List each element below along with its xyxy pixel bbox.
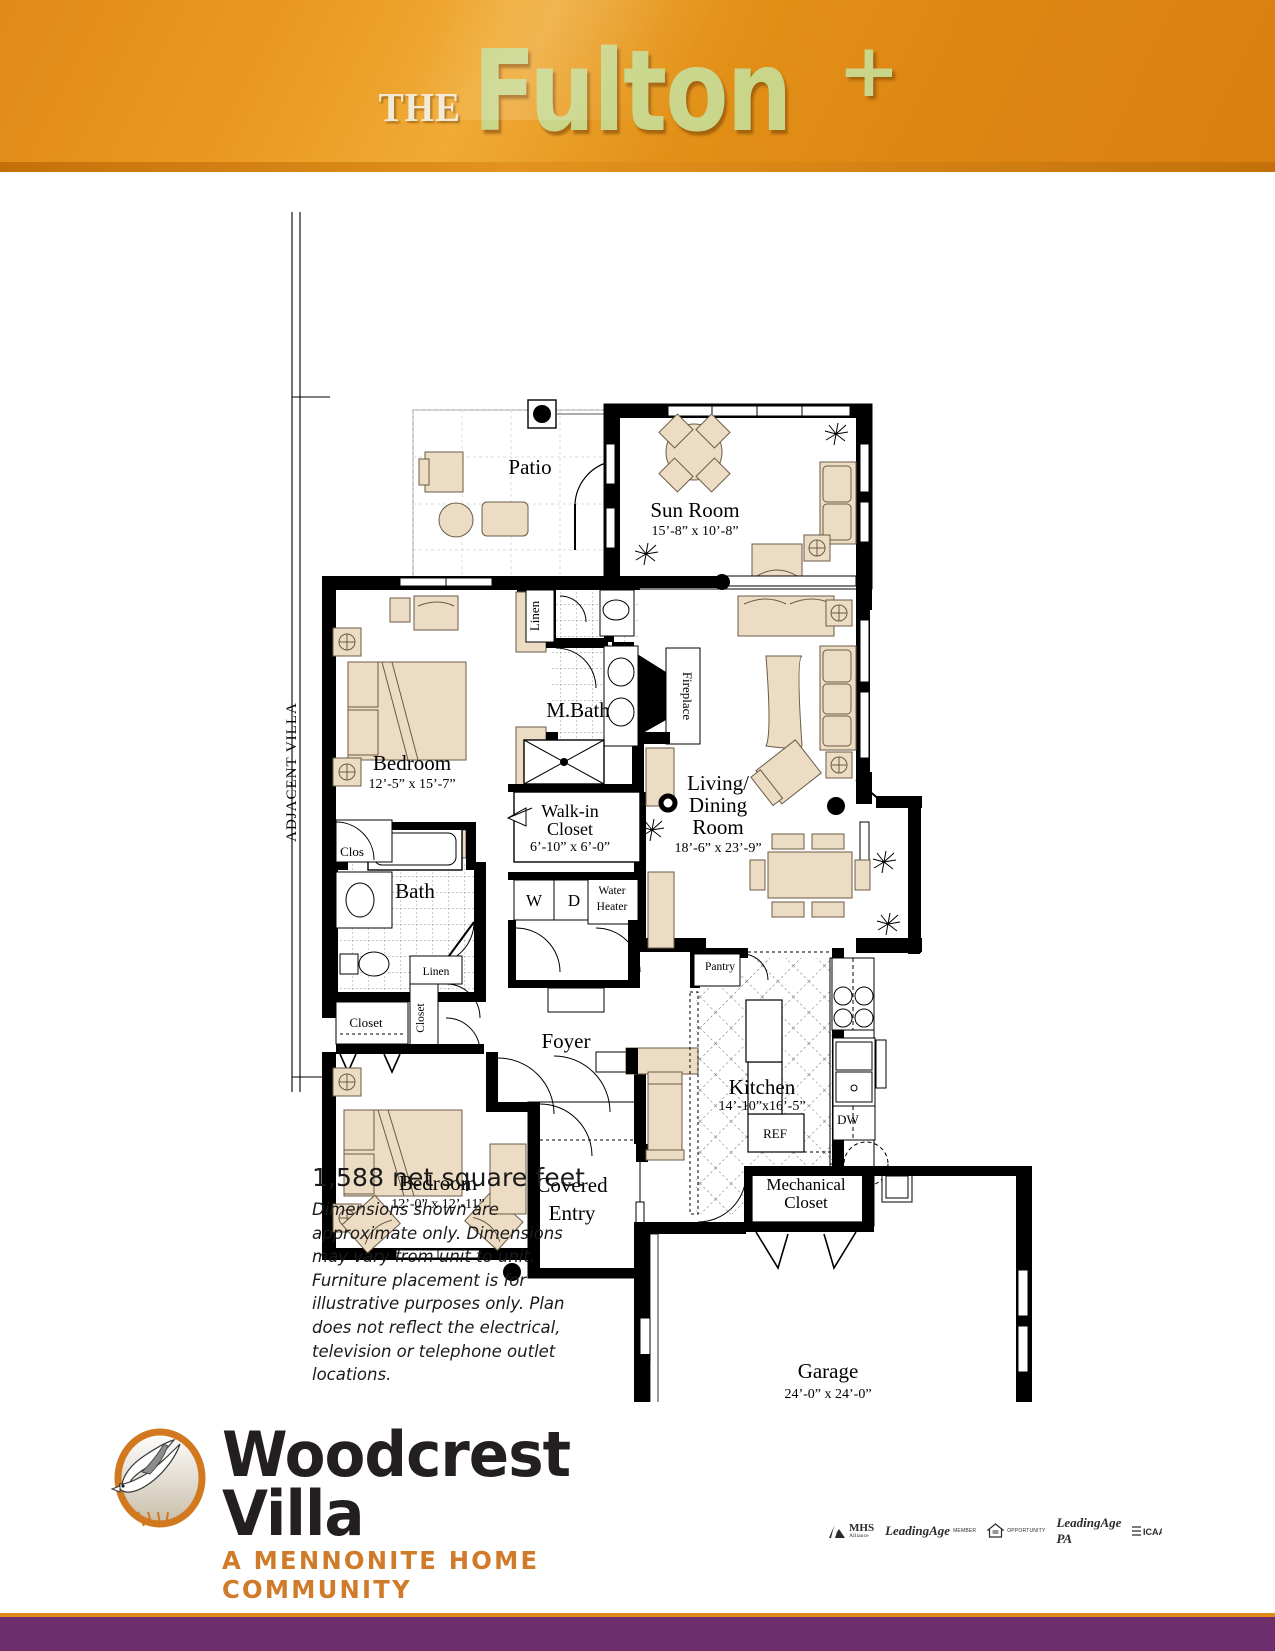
room-label-sun-room: Sun Room — [650, 498, 739, 522]
label-water-heater-2: Heater — [597, 901, 628, 913]
footer-accent-line — [0, 1613, 1275, 1617]
equal-housing-opportunity-logo: OPPORTUNITY — [987, 1523, 1045, 1539]
label-closet-bottom: Closet — [349, 1015, 383, 1030]
header-banner: THE Fulton + — [0, 0, 1275, 172]
leadingage-pa-text: LeadingAge PA — [1056, 1515, 1122, 1546]
icaa-logo: ICAA — [1132, 1524, 1162, 1539]
room-label-living-2: Dining — [689, 793, 748, 817]
master-bath — [523, 589, 639, 790]
leadingage-text: LeadingAge — [885, 1523, 951, 1538]
room-label-mechanical-1: Mechanical — [766, 1175, 846, 1194]
label-water-heater-1: Water — [598, 885, 625, 897]
room-label-walkin-2: Closet — [547, 819, 593, 839]
adjacent-villa-label: ADJACENT VILLA — [284, 702, 300, 842]
room-label-second-bedroom: Bedroom — [399, 1171, 477, 1195]
mountain-icon — [829, 1526, 845, 1538]
room-dim-sun-room: 15’-8” x 10’-8” — [651, 524, 738, 539]
community-name: Woodcrest Villa — [222, 1418, 571, 1550]
hall-bath — [322, 819, 486, 1018]
dove-logo-icon — [110, 1428, 206, 1528]
leadingage-pa-logo: LeadingAge PA — [1056, 1515, 1121, 1547]
room-label-bath: Bath — [395, 879, 435, 903]
room-label-master-bedroom: Bedroom — [373, 751, 451, 775]
room-label-kitchen: Kitchen — [729, 1075, 796, 1099]
footer-bar — [0, 1613, 1275, 1651]
floor-plan-drawing: ADJACENT VILLA Patio — [0, 172, 1275, 1402]
disclaimer-text: Dimensions shown are approximate only. D… — [312, 1200, 565, 1385]
room-label-covered-2: Entry — [549, 1201, 596, 1225]
label-closet-small: Clos — [340, 844, 364, 859]
label-dryer: D — [568, 891, 580, 910]
label-washer: W — [526, 891, 543, 910]
page-title-prefix: THE — [378, 84, 462, 130]
label-refrigerator: REF — [763, 1126, 787, 1141]
page-title: Fulton — [472, 26, 792, 157]
eho-text: OPPORTUNITY — [1007, 1528, 1046, 1534]
room-label-foyer: Foyer — [542, 1029, 591, 1053]
room-label-walkin-1: Walk-in — [541, 801, 599, 821]
community-tagline: A Mennonite Home Community — [222, 1545, 540, 1604]
label-closet-vertical: Closet — [415, 1003, 427, 1033]
room-label-mechanical-2: Closet — [784, 1193, 828, 1212]
room-label-covered-1: Covered — [536, 1173, 608, 1197]
room-dim-kitchen: 14’-10”x16’-5” — [718, 1099, 805, 1114]
square-footage: 1,588 net square feet — [312, 1163, 586, 1192]
room-label-garage: Garage — [798, 1359, 859, 1383]
label-linen-hall: Linen — [423, 966, 450, 978]
room-dim-living: 18’-6” x 23’-9” — [674, 841, 761, 856]
garage-area — [634, 1166, 1032, 1402]
page-title-plus: + — [837, 28, 900, 114]
summary-block: 1,588 net square feet Dimensions shown a… — [312, 1163, 612, 1387]
room-dim-garage: 24’-0” x 24’-0” — [784, 1387, 871, 1402]
laundry-area — [508, 872, 641, 1013]
sun-room-walls — [603, 403, 873, 590]
room-label-patio: Patio — [508, 455, 551, 479]
icaa-icon: ICAA — [1132, 1525, 1162, 1537]
leadingage-logo: LeadingAge MEMBER — [885, 1523, 976, 1539]
room-dim-walkin: 6’-10” x 6’-0” — [530, 840, 610, 855]
room-label-master-bath: M.Bath — [546, 698, 610, 722]
label-dishwasher: DW — [837, 1112, 859, 1127]
label-pantry: Pantry — [705, 961, 735, 973]
second-bedroom — [322, 1052, 528, 1281]
adjacent-villa-guide — [291, 212, 330, 1092]
room-label-living-3: Room — [692, 815, 743, 839]
lower-closets — [335, 955, 484, 1074]
label-fireplace: Fireplace — [680, 672, 695, 721]
room-label-living-1: Living/ — [687, 771, 749, 795]
mechanical-closet — [744, 1166, 1032, 1270]
patio-area — [412, 399, 610, 581]
logo-text-group: Woodcrest Villa A Mennonite Home Communi… — [222, 1418, 724, 1604]
leadingage-sub: MEMBER — [953, 1528, 977, 1534]
walkin-closet — [506, 784, 641, 863]
plan-title-group: THE Fulton + — [0, 0, 1275, 162]
svg-text:ICAA: ICAA — [1143, 1527, 1162, 1537]
room-dim-second-bedroom: 12’-0” x 12’-11” — [391, 1197, 485, 1212]
label-linen-master: Linen — [527, 600, 542, 631]
community-logo: Woodcrest Villa A Mennonite Home Communi… — [104, 1408, 724, 1604]
banner-bottom-edge — [0, 162, 1275, 172]
living-dining-walls — [604, 574, 922, 954]
house-icon — [987, 1523, 1005, 1538]
room-dim-master-bedroom: 12’-5” x 15’-7” — [368, 777, 455, 792]
